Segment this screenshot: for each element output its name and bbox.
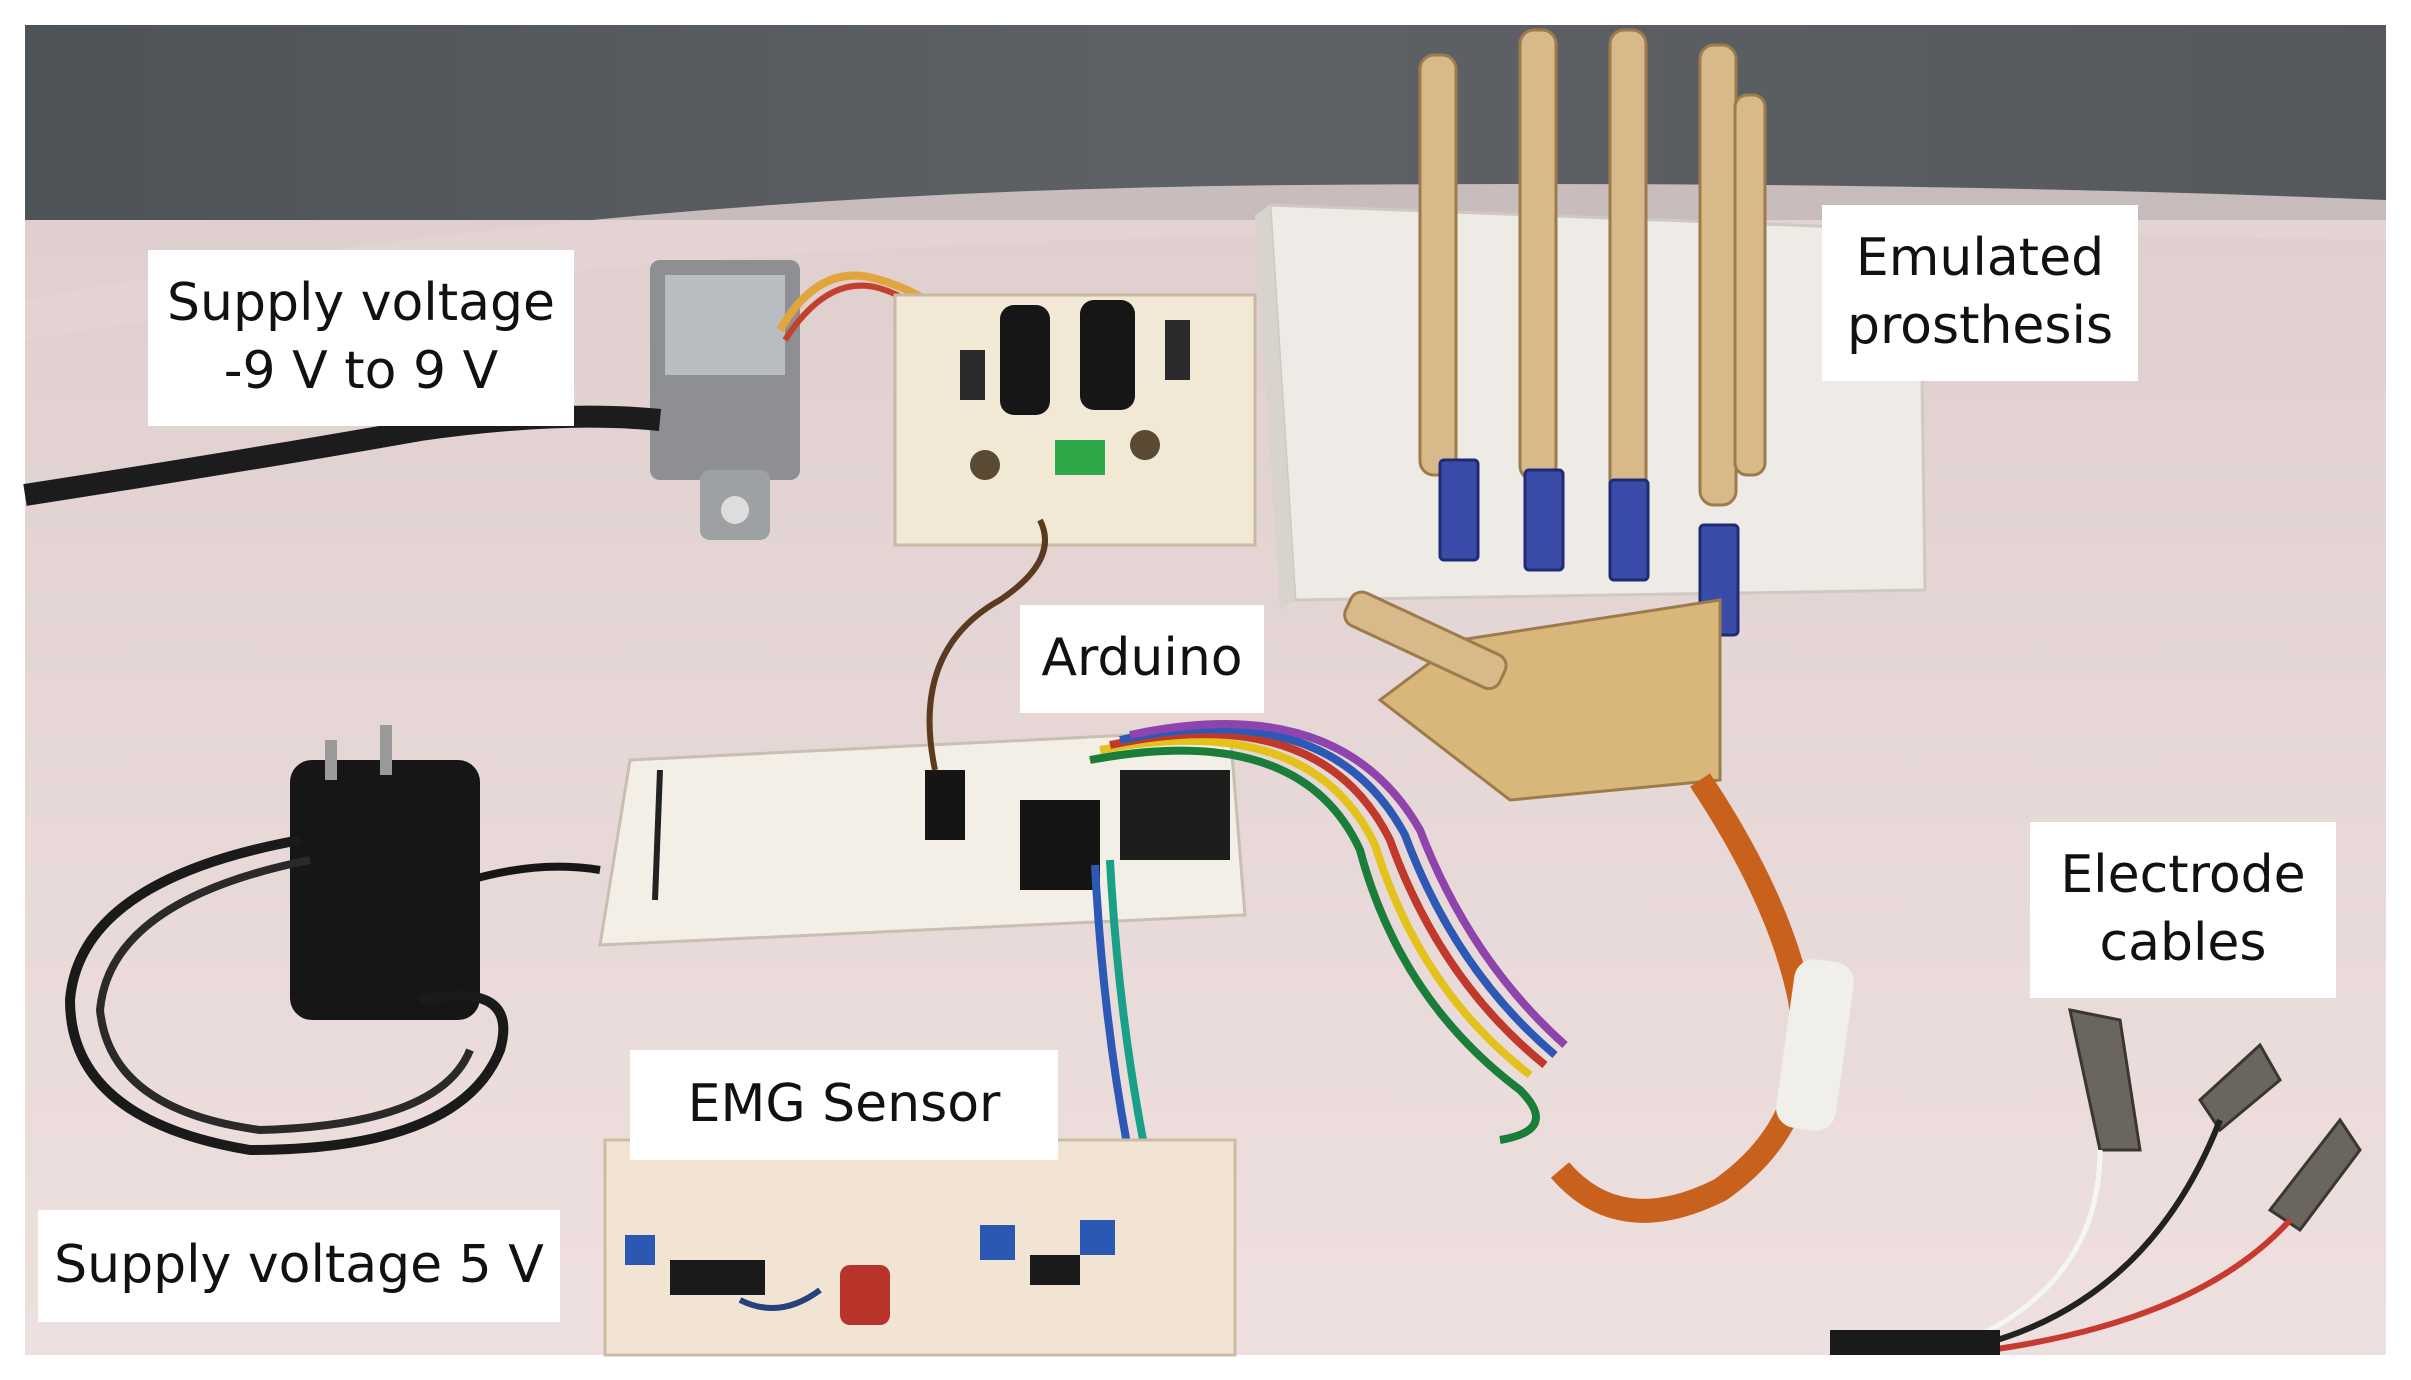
emg-sensor-board — [603, 1138, 1237, 1357]
label-supply-voltage-5v: Supply voltage 5 V — [38, 1210, 560, 1322]
label-line: prosthesis — [1846, 296, 2114, 356]
label-emg-sensor: EMG Sensor — [630, 1050, 1058, 1160]
regulator-board — [893, 293, 1257, 547]
label-supply-voltage-ac: Supply voltage -9 V to 9 V — [148, 250, 574, 426]
electrode-cable-white — [1968, 1149, 2103, 1343]
label-line: EMG Sensor — [687, 1074, 1001, 1135]
table-edge — [25, 184, 2386, 340]
prosthesis-palm — [1343, 590, 1722, 802]
transformer — [650, 260, 800, 540]
prosthesis-fingers — [1418, 28, 1767, 507]
mains-cable — [23, 405, 662, 506]
label-line: -9 V to 9 V — [223, 341, 499, 401]
label-line: cables — [2099, 913, 2267, 973]
electrode-cable-black — [1979, 1118, 2223, 1348]
label-electrode-cables: Electrode cables — [2030, 822, 2336, 998]
label-line: Supply voltage 5 V — [54, 1235, 544, 1296]
label-line: Electrode — [2060, 845, 2306, 906]
label-emulated-prosthesis: Emulated prosthesis — [1822, 205, 2138, 381]
label-line: Supply voltage — [166, 273, 556, 334]
electrode-cable-red — [1989, 1217, 2293, 1353]
arduino-breadboard — [598, 728, 1247, 947]
power-wires — [926, 518, 1048, 771]
electrode-clips — [2068, 1008, 2362, 1233]
label-line: Arduino — [1041, 628, 1243, 689]
label-arduino: Arduino — [1020, 605, 1264, 713]
power-adapter — [290, 725, 601, 1020]
adapter-cable — [64, 835, 509, 1156]
label-line: Emulated — [1855, 228, 2105, 289]
